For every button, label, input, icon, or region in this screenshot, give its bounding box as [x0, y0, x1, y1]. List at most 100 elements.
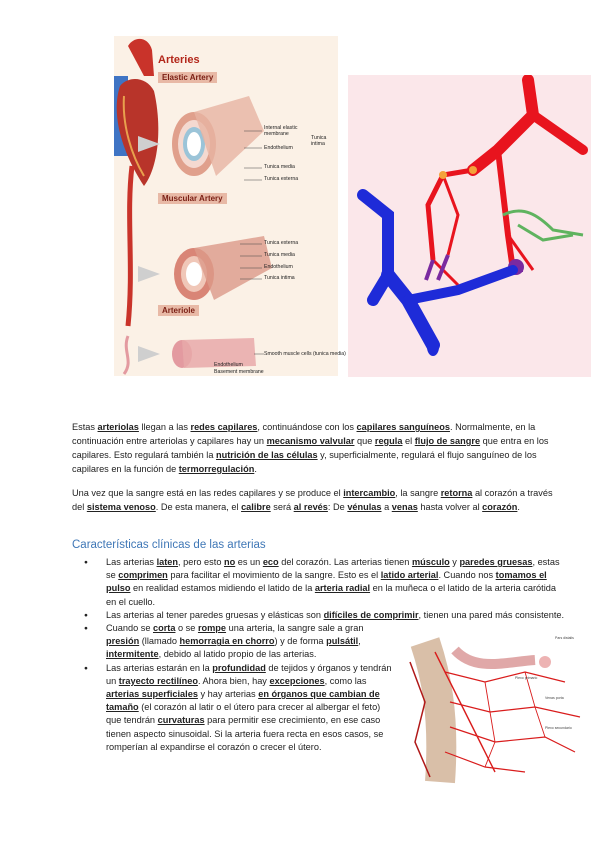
- keyword: músculo: [411, 557, 450, 567]
- keyword: profundidad: [212, 662, 266, 673]
- text-run: para permitir ese crecimiento, en ese ca…: [106, 715, 384, 752]
- text-run: .: [517, 502, 520, 512]
- text-run: Las arterias: [106, 557, 157, 567]
- keyword: venas: [391, 502, 418, 512]
- label-tunica-media-2: Tunica media: [264, 252, 295, 258]
- keyword: laten: [156, 557, 179, 567]
- text-run: llegan a las: [138, 422, 191, 432]
- label-endothelium-2: Endothelium: [264, 264, 293, 270]
- panel-elastic-artery: Elastic Artery: [158, 72, 218, 83]
- label-plexo-primario: Plexo primario: [515, 676, 538, 680]
- text-run: .: [254, 464, 257, 474]
- arteries-anatomy-figure: Arteries Elastic Artery Muscular Artery …: [114, 36, 346, 376]
- list-item: Las arterias estarán en la profundidad d…: [72, 662, 396, 754]
- keyword: eco: [262, 557, 279, 567]
- text-run: Una vez que la sangre está en las redes …: [72, 488, 344, 498]
- label-smooth-muscle: Smooth muscle cells (tunica media): [264, 351, 346, 357]
- keyword: nutrición de las células: [216, 450, 318, 460]
- text-run: una arteria, la sangre sale a gran: [226, 623, 364, 634]
- text-run: : De: [327, 502, 348, 512]
- text-run: será: [270, 502, 294, 512]
- text-run: , continuándose con los: [257, 422, 357, 432]
- text-run: (el corazón al latir o el útero para cre…: [106, 702, 381, 726]
- keyword: paredes gruesas: [459, 557, 533, 567]
- label-plexo-secundario: Plexo secundario: [545, 726, 572, 730]
- label-endothelium-3: Endothelium: [214, 362, 243, 368]
- keyword: curvaturas: [157, 715, 205, 726]
- text-run: Estas: [72, 422, 98, 432]
- keyword: latido arterial: [380, 570, 439, 581]
- text-run: hasta volver al: [417, 502, 483, 512]
- keyword: arterias superficiales: [106, 689, 198, 700]
- text-run: es un: [235, 557, 263, 567]
- text-run: del corazón. Las arterias tienen: [278, 557, 412, 567]
- keyword: en órganos que cambian de tamaño: [106, 689, 380, 713]
- clinical-features-list: Las arterias laten, pero esto no es un e…: [72, 556, 572, 754]
- text-run: , estas se: [106, 557, 560, 581]
- text-run: el: [402, 436, 415, 446]
- return-paragraph: Una vez que la sangre está en las redes …: [72, 486, 560, 514]
- panel-arteriole: Arteriole: [158, 305, 199, 316]
- label-pars-distalis: Pars distalis: [555, 636, 574, 640]
- keyword: corta: [153, 623, 176, 634]
- keyword: mecanismo valvular: [266, 436, 355, 446]
- text-run: a: [381, 502, 392, 512]
- text-run: que entra en los capilares. Esto regular…: [72, 436, 549, 460]
- text-run: al corazón a través del: [72, 488, 553, 512]
- list-item: Las arterias al tener paredes gruesas y …: [72, 609, 566, 622]
- label-endothelium: Endothelium: [264, 145, 293, 151]
- keyword: presión: [106, 636, 140, 647]
- label-basement-membrane: Basement membrane: [214, 369, 264, 375]
- keyword: excepciones: [269, 675, 325, 686]
- label-tunica-intima: Tunica intima: [264, 275, 295, 281]
- text-run: . Cuando nos: [438, 570, 496, 581]
- keyword: corazón: [482, 502, 518, 512]
- keyword: arteriolas: [97, 422, 139, 432]
- label-intima: intima: [311, 141, 325, 147]
- text-run: Las arterias estarán en la: [106, 662, 213, 673]
- vessel-network-figure: [348, 74, 591, 377]
- label-membrane: membrane: [264, 131, 289, 137]
- panel-muscular-artery: Muscular Artery: [158, 193, 227, 204]
- text-run: y, superficialmente, regulará el flujo s…: [72, 450, 537, 474]
- text-run: en la muñeca o el latido de la arteria c…: [106, 583, 556, 607]
- keyword: intermitente: [106, 649, 159, 660]
- keyword: no: [223, 557, 236, 567]
- keyword: sistema venoso: [86, 502, 156, 512]
- text-run: que: [354, 436, 375, 446]
- arterial-network-illustration: [409, 637, 581, 784]
- label-tunica: Tunica: [311, 135, 327, 141]
- keyword: flujo de sangre: [414, 436, 481, 446]
- vessel-network-illustration: [357, 74, 588, 356]
- section-heading: Características clínicas de las arterias: [72, 539, 266, 551]
- text-run: en realidad estamos midiendo el latido d…: [130, 583, 315, 594]
- text-run: . Normalmente, en la continuación entre …: [72, 422, 536, 446]
- keyword: termorregulación: [178, 464, 255, 474]
- arterial-network-figure: Pars distalis Plexo primario Venas porta…: [395, 632, 591, 788]
- keyword: difíciles de comprimir: [323, 609, 419, 620]
- text-run: , pero esto: [178, 557, 224, 567]
- text-run: , debido al latido propio de las arteria…: [158, 649, 317, 660]
- text-run: Cuando se: [106, 623, 153, 634]
- text-run: , la sangre: [395, 488, 441, 498]
- text-run: , tienen una pared más consistente.: [418, 609, 565, 620]
- keyword: regula: [374, 436, 403, 446]
- text-run: y hay arterias: [197, 689, 259, 700]
- keyword: retorna: [440, 488, 473, 498]
- keyword: trayecto rectilíneo: [118, 675, 198, 686]
- label-tunica-externa: Tunica externa: [264, 176, 299, 182]
- text-run: ,: [358, 636, 361, 647]
- keyword: tomamos el pulso: [106, 570, 547, 594]
- keyword: arteria radial: [314, 583, 371, 594]
- figure-title: Arteries: [158, 54, 200, 66]
- keyword: vénulas: [347, 502, 382, 512]
- keyword: redes capilares: [190, 422, 258, 432]
- text-run: Las arterias al tener paredes gruesas y …: [106, 609, 324, 620]
- list-item: Cuando se corta o se rompe una arteria, …: [72, 622, 396, 662]
- keyword: capilares sanguíneos: [356, 422, 450, 432]
- keyword: comprimen: [118, 570, 168, 581]
- keyword: intercambio: [343, 488, 396, 498]
- keyword: rompe: [197, 623, 227, 634]
- keyword: pulsátil: [326, 636, 359, 647]
- intro-paragraph: Estas arteriolas llegan a las redes capi…: [72, 420, 560, 476]
